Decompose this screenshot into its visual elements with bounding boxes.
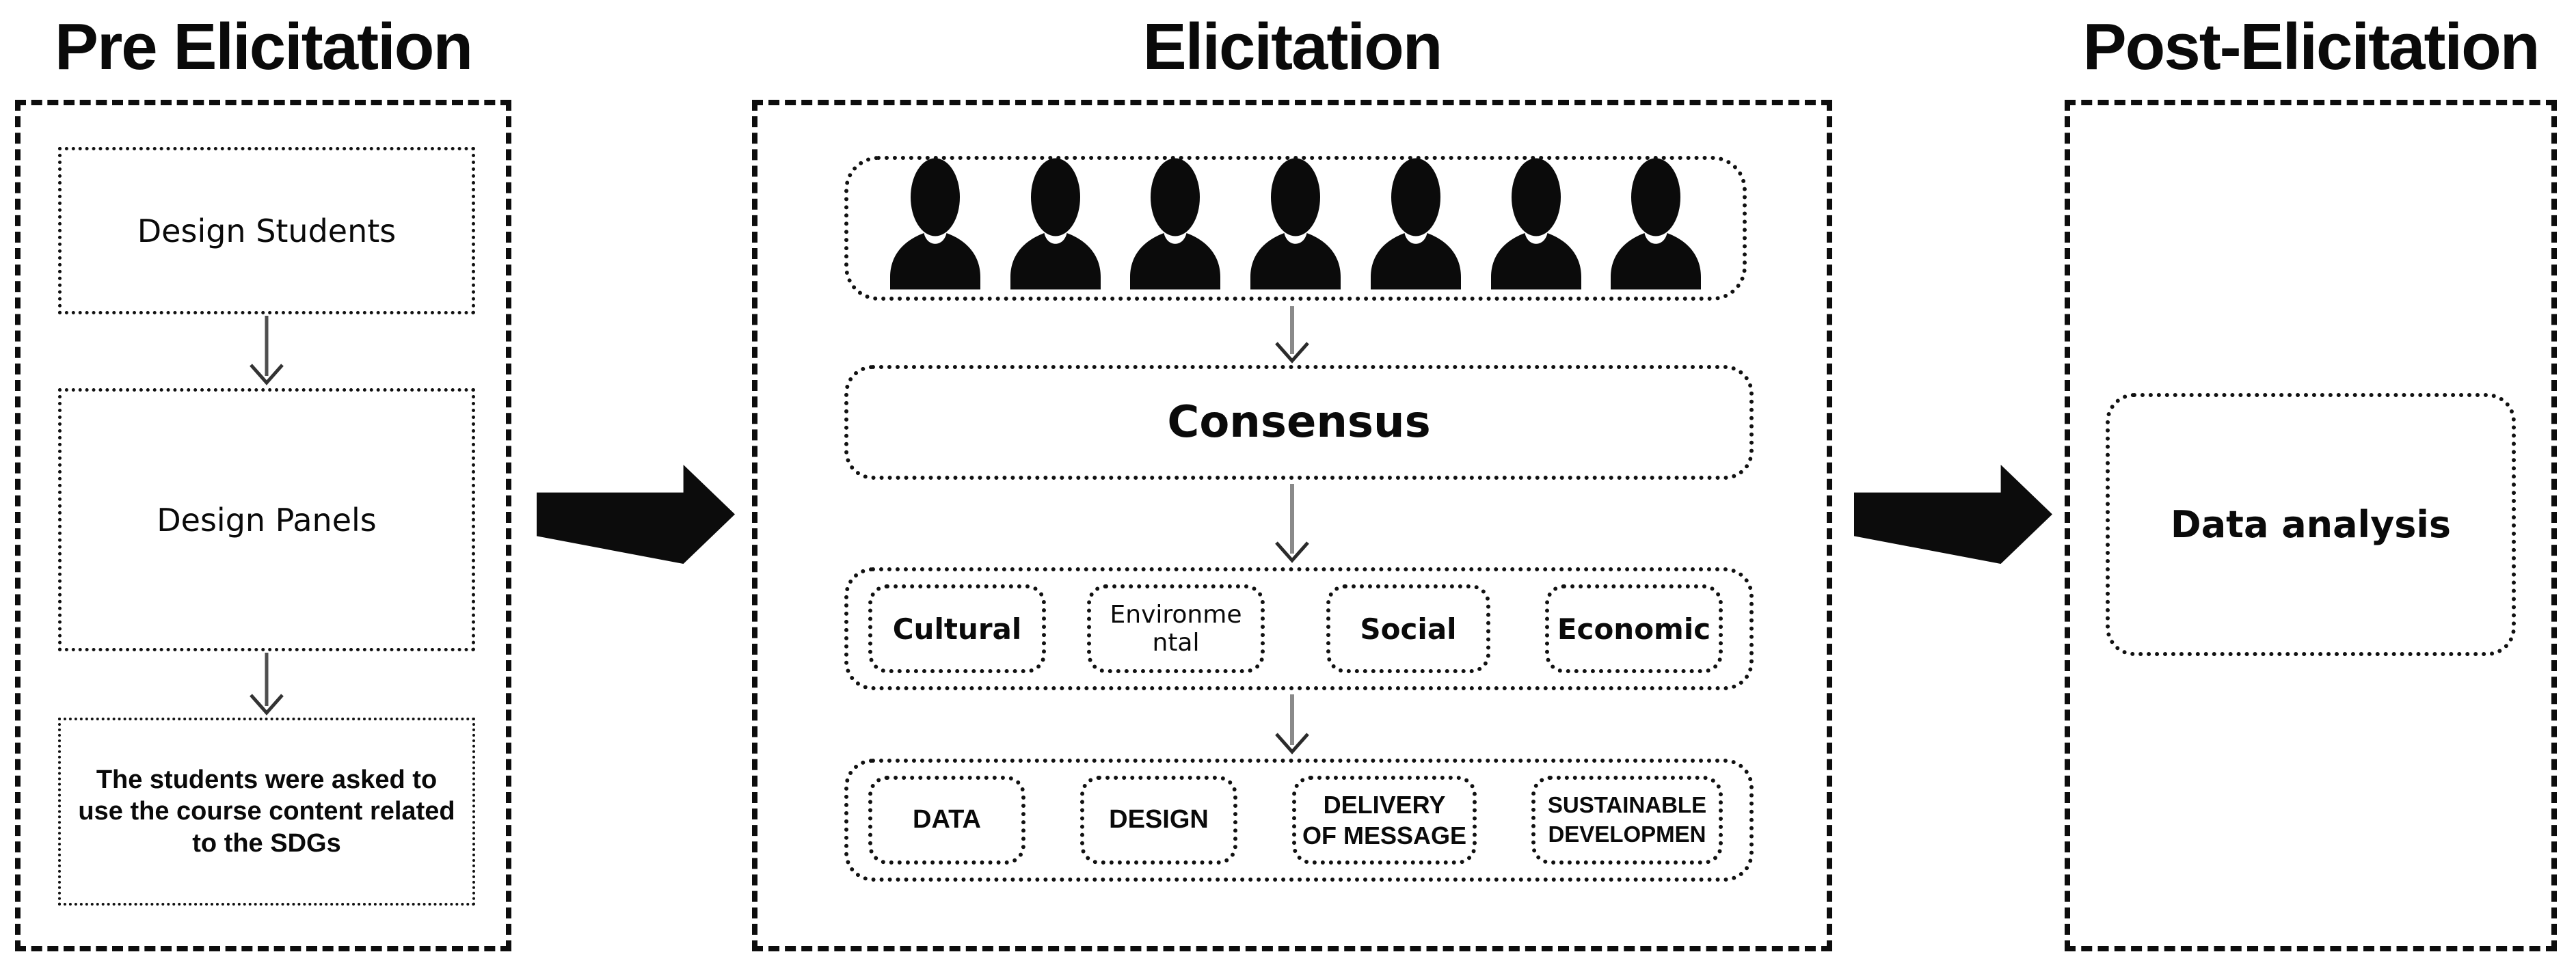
design-panels-label: Design Panels: [157, 501, 377, 539]
criterion-social-box: Social: [1326, 584, 1490, 673]
design-students-label: Design Students: [137, 212, 397, 249]
design-students-box: Design Students: [58, 147, 475, 314]
consensus-box: Consensus: [844, 365, 1754, 480]
consensus-label: Consensus: [1167, 397, 1431, 448]
person-icon: [884, 156, 987, 290]
theme-delivery-label: DELIVERY OF MESSAGE: [1302, 791, 1467, 850]
theme-data-box: DATA: [868, 776, 1025, 865]
person-icon: [1124, 156, 1226, 290]
elicitation-title: Elicitation: [1142, 10, 1443, 83]
course-content-label: The students were asked to use the cours…: [78, 765, 455, 858]
person-icon: [1004, 156, 1107, 290]
person-icon: [1365, 156, 1467, 290]
arrow-down-icon: [1275, 306, 1309, 364]
criterion-environmental-label: Environme ntal: [1110, 600, 1242, 657]
data-analysis-label: Data analysis: [2170, 503, 2452, 546]
theme-design-box: DESIGN: [1080, 776, 1237, 865]
arrow-down-icon: [1275, 694, 1309, 755]
theme-data-label: DATA: [913, 805, 981, 834]
course-content-box: The students were asked to use the cours…: [58, 718, 475, 906]
theme-design-label: DESIGN: [1109, 805, 1209, 834]
theme-delivery-box: DELIVERY OF MESSAGE: [1292, 776, 1477, 865]
arrow-down-icon: [1275, 484, 1309, 563]
design-panel-members-box: [844, 156, 1747, 301]
person-icon: [1244, 156, 1347, 290]
arrow-down-icon: [250, 316, 284, 385]
theme-sustainable-box: SUSTAINABLE DEVELOPMEN: [1531, 776, 1723, 865]
person-icon: [1485, 156, 1587, 290]
data-analysis-box: Data analysis: [2106, 393, 2516, 656]
theme-sustainable-label: SUSTAINABLE DEVELOPMEN: [1547, 792, 1707, 847]
criterion-cultural-label: Cultural: [892, 612, 1022, 646]
arrow-down-icon: [250, 653, 284, 716]
big-arrow-right-icon: [537, 465, 735, 564]
criterion-economic-box: Economic: [1545, 584, 1723, 673]
post-elicitation-title: Post-Elicitation: [2082, 10, 2540, 83]
criterion-economic-label: Economic: [1557, 612, 1711, 646]
person-icon: [1605, 156, 1707, 290]
pre-elicitation-title: Pre Elicitation: [54, 10, 473, 83]
design-panels-box: Design Panels: [58, 388, 475, 651]
criterion-cultural-box: Cultural: [868, 584, 1046, 673]
criterion-social-label: Social: [1360, 612, 1457, 646]
big-arrow-right-icon: [1854, 465, 2052, 564]
criterion-environmental-box: Environme ntal: [1087, 584, 1265, 673]
